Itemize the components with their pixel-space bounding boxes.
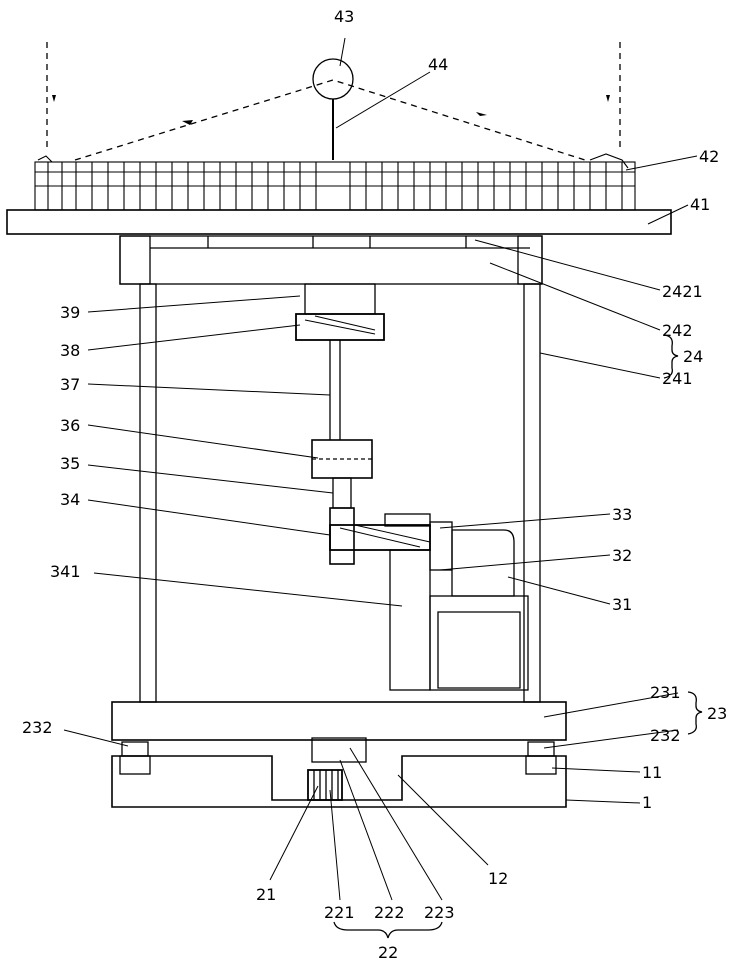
motor-31: [430, 530, 528, 690]
label-2421: 2421: [662, 282, 703, 301]
label-232-left: 232: [22, 718, 53, 737]
brace-22: [334, 922, 442, 938]
label-12: 12: [488, 869, 508, 888]
label-36: 36: [60, 416, 80, 435]
label-34: 34: [60, 490, 80, 509]
label-43: 43: [334, 7, 354, 26]
label-223: 223: [424, 903, 455, 922]
label-37: 37: [60, 375, 80, 394]
label-242: 242: [662, 321, 693, 340]
shaft-assembly: [296, 284, 384, 564]
label-241: 241: [662, 369, 693, 388]
fixture-row-42: [35, 154, 635, 210]
label-35: 35: [60, 454, 80, 473]
label-23: 23: [707, 704, 727, 723]
label-21: 21: [256, 885, 276, 904]
leader-lines: [64, 38, 697, 900]
label-11: 11: [642, 763, 662, 782]
label-32: 32: [612, 546, 632, 565]
label-31: 31: [612, 595, 632, 614]
label-341: 341: [50, 562, 81, 581]
label-38: 38: [60, 341, 80, 360]
label-22: 22: [378, 943, 398, 962]
support-341: [390, 550, 430, 690]
label-33: 33: [612, 505, 632, 524]
label-44: 44: [428, 55, 448, 74]
brace-23: [688, 692, 702, 734]
label-221: 221: [324, 903, 355, 922]
platform-41: [7, 210, 671, 234]
label-231: 231: [650, 683, 681, 702]
frame-header-242: [120, 236, 542, 284]
sensor-ring-43: [313, 59, 353, 99]
label-24: 24: [683, 347, 703, 366]
label-232-right: 232: [650, 726, 681, 745]
transmission-33-34: [330, 514, 452, 570]
label-222: 222: [374, 903, 405, 922]
label-41: 41: [690, 195, 710, 214]
label-1: 1: [642, 793, 652, 812]
base-plate-231: [112, 702, 566, 740]
label-39: 39: [60, 303, 80, 322]
label-42: 42: [699, 147, 719, 166]
drive-unit-22: [308, 738, 366, 800]
